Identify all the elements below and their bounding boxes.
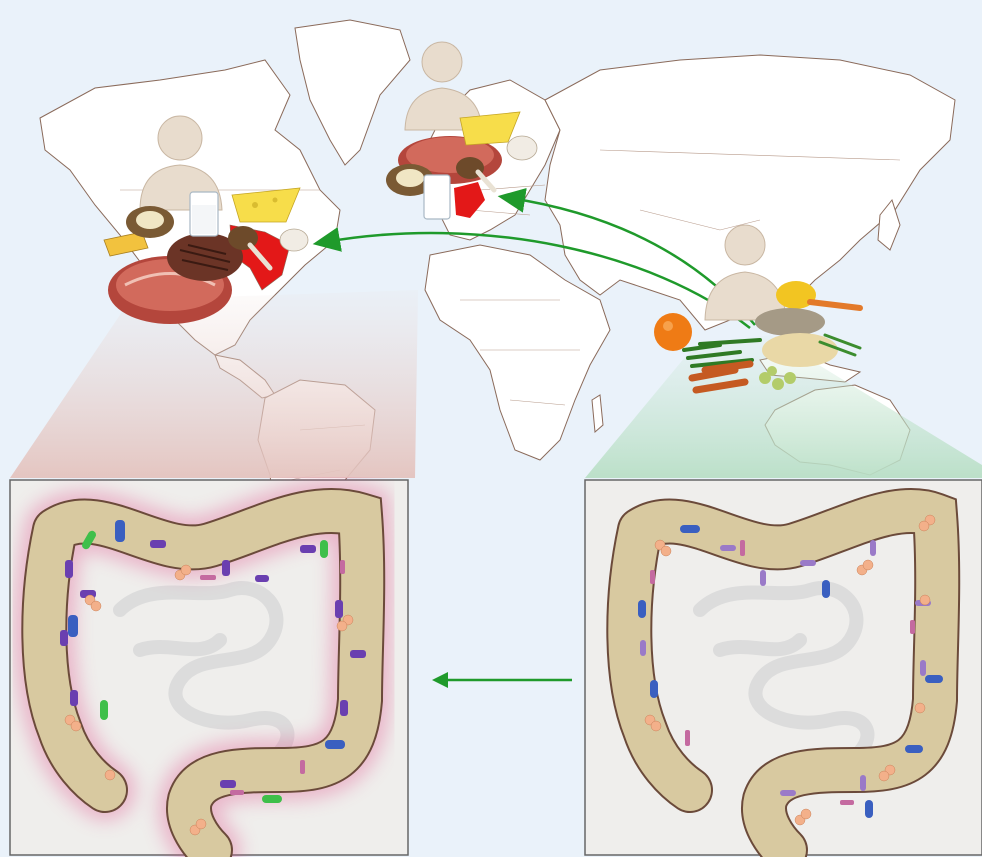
lentils-icon <box>755 308 825 336</box>
greenland-landmass <box>295 20 410 165</box>
mushroom-icon <box>280 229 308 251</box>
milk-glass-icon <box>190 192 218 236</box>
western-gut-panel <box>10 480 408 855</box>
madagascar-landmass <box>592 395 603 432</box>
western-projection-cone <box>10 290 418 478</box>
panel-transition-arrow <box>432 672 572 688</box>
mushroom-icon <box>507 136 537 160</box>
potato-icon <box>126 206 174 238</box>
rice-icon <box>762 333 838 367</box>
yellow-pepper-icon <box>776 281 860 309</box>
orange-icon <box>654 313 692 351</box>
milk-glass-icon <box>424 175 450 219</box>
nonwestern-gut-panel <box>585 480 982 855</box>
